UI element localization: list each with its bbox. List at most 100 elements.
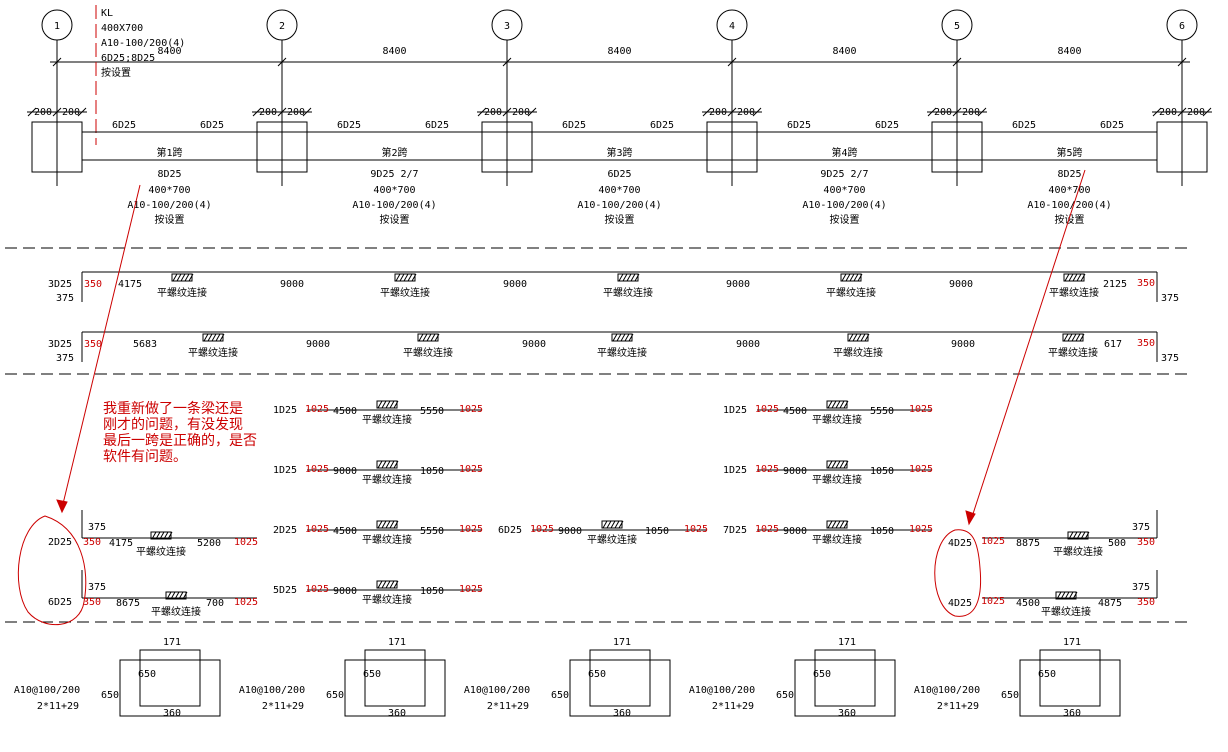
stirrup-height: 650 [326, 690, 344, 701]
connector-label: 平螺纹连接 [157, 286, 207, 299]
coupler-hatch [622, 273, 628, 282]
bar-count: 3D25 [48, 279, 72, 290]
connector-label: 平螺纹连接 [380, 286, 430, 299]
coupler-hatch [167, 531, 173, 540]
hook-length: 1025 [755, 464, 779, 475]
bar-count: 6D25 [498, 525, 522, 536]
coupler-hatch [430, 333, 436, 342]
bottom-rebar: 9D25 2/7 [370, 169, 418, 180]
stirrup-outer [344, 659, 446, 717]
coupler-hatch [381, 580, 387, 589]
coupler-hatch [393, 460, 399, 469]
column-dimension: 200 [1159, 107, 1177, 118]
stirrup-formula: 2*11+29 [262, 701, 304, 712]
coupler-hatch [614, 520, 620, 529]
coupler-box [376, 520, 398, 529]
coupler-hatch [1056, 591, 1062, 600]
segment-length: 4875 [1098, 598, 1122, 609]
coupler-hatch [624, 333, 630, 342]
bar-count: 1D25 [723, 405, 747, 416]
connector-label: 平螺纹连接 [597, 346, 647, 359]
segment-length: 9000 [949, 279, 973, 290]
hook-length: 1025 [305, 464, 329, 475]
coupler-box [611, 333, 633, 342]
thread-coupler-icon [376, 580, 399, 589]
segment-length: 4175 [118, 279, 142, 290]
bar-count: 1D25 [273, 405, 297, 416]
coupler-hatch [835, 520, 841, 529]
coupler-hatch [612, 333, 618, 342]
hook-length: 350 [84, 339, 102, 350]
stirrup-formula: 2*11+29 [487, 701, 529, 712]
stirrup-spec: A10-100/200(4) [127, 200, 211, 211]
coupler-hatch [399, 273, 405, 282]
coupler-hatch [166, 591, 172, 600]
connector-label: 平螺纹连接 [1041, 605, 1091, 618]
thread-coupler-icon [394, 273, 417, 282]
dim-tick [52, 57, 62, 67]
hook-length: 350 [1137, 278, 1155, 289]
segment-length: 9000 [280, 279, 304, 290]
dim-tick [277, 57, 287, 67]
stirrup-width: 171 [838, 637, 856, 648]
top-rebar-right: 6D25 [425, 120, 449, 131]
segment-length: 9000 [333, 466, 357, 477]
coupler-hatch [1072, 591, 1078, 600]
coupler-hatch [389, 400, 395, 409]
anchor-length: 375 [88, 582, 106, 593]
bar-count: 6D25 [48, 597, 72, 608]
hook-length: 1025 [909, 404, 933, 415]
top-rebar-right: 6D25 [650, 120, 674, 131]
beam-size: 400*700 [1048, 185, 1090, 196]
coupler-hatch [203, 333, 209, 342]
thread-coupler-icon [150, 531, 173, 540]
coupler-box [847, 333, 869, 342]
dim-tick [302, 107, 312, 117]
coupler-hatch [1079, 333, 1085, 342]
bar-count: 5D25 [273, 585, 297, 596]
coupler-hatch [422, 333, 428, 342]
coupler-hatch [610, 520, 616, 529]
stirrup-height: 650 [101, 690, 119, 701]
column-dimension: 200 [34, 107, 52, 118]
coupler-hatch [831, 520, 837, 529]
beam-info-text: 按设置 [101, 66, 131, 79]
bar-count: 2D25 [273, 525, 297, 536]
hook-length: 350 [83, 597, 101, 608]
coupler-hatch [606, 520, 612, 529]
thread-coupler-icon [617, 273, 640, 282]
stirrup-height: 650 [551, 690, 569, 701]
top-rebar-left: 6D25 [1012, 120, 1036, 131]
dim-tick [1177, 57, 1187, 67]
segment-length: 4175 [109, 538, 133, 549]
dim-tick [1177, 107, 1187, 117]
top-rebar-right: 6D25 [875, 120, 899, 131]
hook-length: 350 [1137, 597, 1155, 608]
beam-size: 400*700 [373, 185, 415, 196]
beam-size: 400*700 [148, 185, 190, 196]
coupler-hatch [852, 333, 858, 342]
column-dimension: 200 [484, 107, 502, 118]
thread-coupler-icon [376, 400, 399, 409]
top-rebar-right: 6D25 [200, 120, 224, 131]
coupler-hatch [616, 333, 622, 342]
connector-label: 平螺纹连接 [833, 346, 883, 359]
segment-length: 5550 [420, 406, 444, 417]
top-rebar-left: 6D25 [562, 120, 586, 131]
connector-label: 平螺纹连接 [1053, 545, 1103, 558]
coupler-hatch [207, 333, 213, 342]
bar-count: 4D25 [948, 598, 972, 609]
coupler-hatch [1075, 333, 1081, 342]
arrow-head-icon [965, 510, 976, 526]
coupler-hatch [849, 273, 855, 282]
thread-coupler-icon [1063, 273, 1086, 282]
coupler-hatch [155, 531, 161, 540]
beam-size: 400*700 [823, 185, 865, 196]
coupler-hatch [385, 580, 391, 589]
stirrup-inner [1039, 649, 1101, 707]
segment-length: 2125 [1103, 279, 1127, 290]
column-dimension: 200 [737, 107, 755, 118]
arrow-line [970, 169, 1086, 521]
bar-count: 1D25 [273, 465, 297, 476]
arrow-line [61, 184, 141, 509]
